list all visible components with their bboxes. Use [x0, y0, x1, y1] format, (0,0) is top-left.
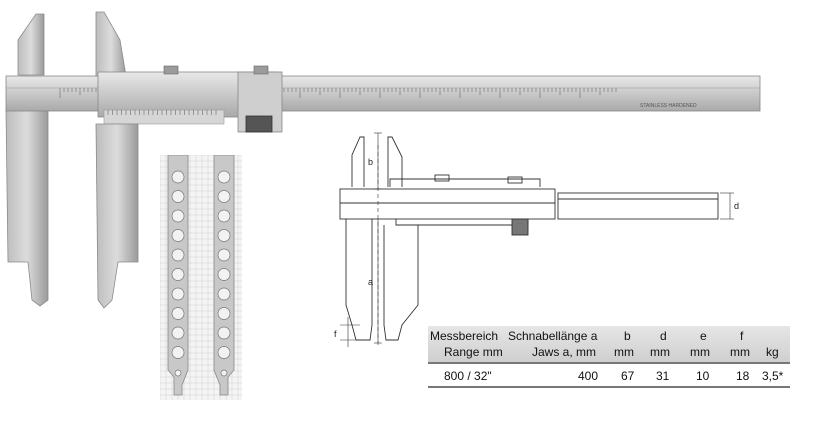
drawing-fixed-upper-jaw — [351, 136, 365, 187]
cell-f: 18 — [736, 369, 750, 383]
label-a: a — [368, 277, 373, 287]
header-f-unit: mm — [730, 345, 750, 359]
thumbscrew-left — [163, 65, 179, 75]
drawing-main-beam — [339, 188, 556, 220]
insert-holes — [171, 170, 231, 377]
label-f: f — [334, 329, 337, 339]
label-d: d — [734, 201, 739, 211]
sliding-lower-jaw — [95, 123, 139, 309]
cell-kg: 3,5* — [762, 369, 784, 383]
spec-table-row: 800 / 32" 400 67 31 10 18 3,5* — [428, 364, 790, 388]
header-range-de: Messbereich — [430, 329, 499, 343]
header-d: d — [660, 329, 667, 343]
fixed-lower-jaw — [5, 109, 49, 307]
header-kg: kg — [766, 345, 779, 359]
header-b: b — [624, 329, 631, 343]
header-f: f — [740, 329, 744, 343]
cell-range: 800 / 32" — [444, 369, 492, 383]
header-range-en: Range mm — [444, 345, 503, 359]
scale-marking: STAINLESS HARDENED — [640, 103, 697, 109]
cell-d: 31 — [656, 369, 670, 383]
vernier-plate — [103, 109, 225, 125]
drawing-sliding-upper-jaw — [387, 136, 403, 187]
thumbscrew-right — [253, 65, 269, 75]
cell-e: 10 — [696, 369, 710, 383]
header-b-unit: mm — [614, 345, 634, 359]
vernier-ticks — [107, 110, 217, 115]
spec-table: Messbereich Range mm Schnabellänge a Jaw… — [428, 326, 790, 388]
cell-jaw: 400 — [578, 369, 599, 383]
lock-screw-knob — [245, 115, 273, 133]
drawing-beam-end — [557, 192, 719, 220]
header-d-unit: mm — [650, 345, 670, 359]
drawing-sliding-lower-jaw — [383, 225, 419, 341]
technical-drawing: b a d f — [334, 132, 739, 347]
header-e-unit: mm — [690, 345, 710, 359]
label-b: b — [368, 157, 373, 167]
header-jaw-en: Jaws a, mm — [532, 345, 597, 359]
header-jaw-de: Schnabellänge a — [508, 329, 598, 343]
cell-b: 67 — [621, 369, 635, 383]
jaw-inserts-photo — [160, 155, 242, 400]
spec-table-header: Messbereich Range mm Schnabellänge a Jaw… — [428, 326, 790, 364]
fixed-upper-jaw — [17, 13, 45, 76]
sliding-upper-jaw — [95, 11, 127, 77]
header-e: e — [700, 329, 707, 343]
caliper-photo: STAINLESS HARDENED — [5, 11, 761, 309]
